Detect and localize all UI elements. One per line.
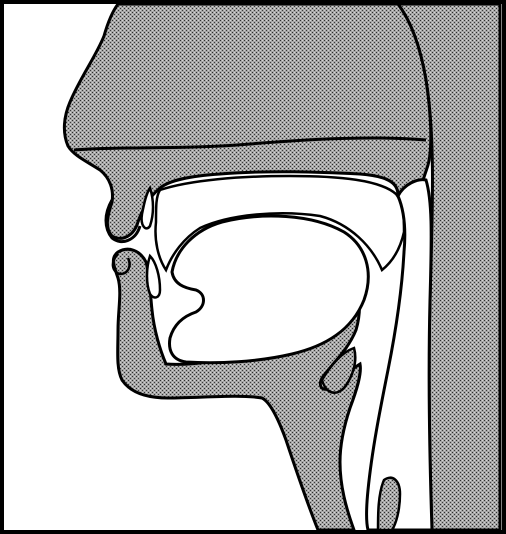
arytenoid [378,478,400,530]
